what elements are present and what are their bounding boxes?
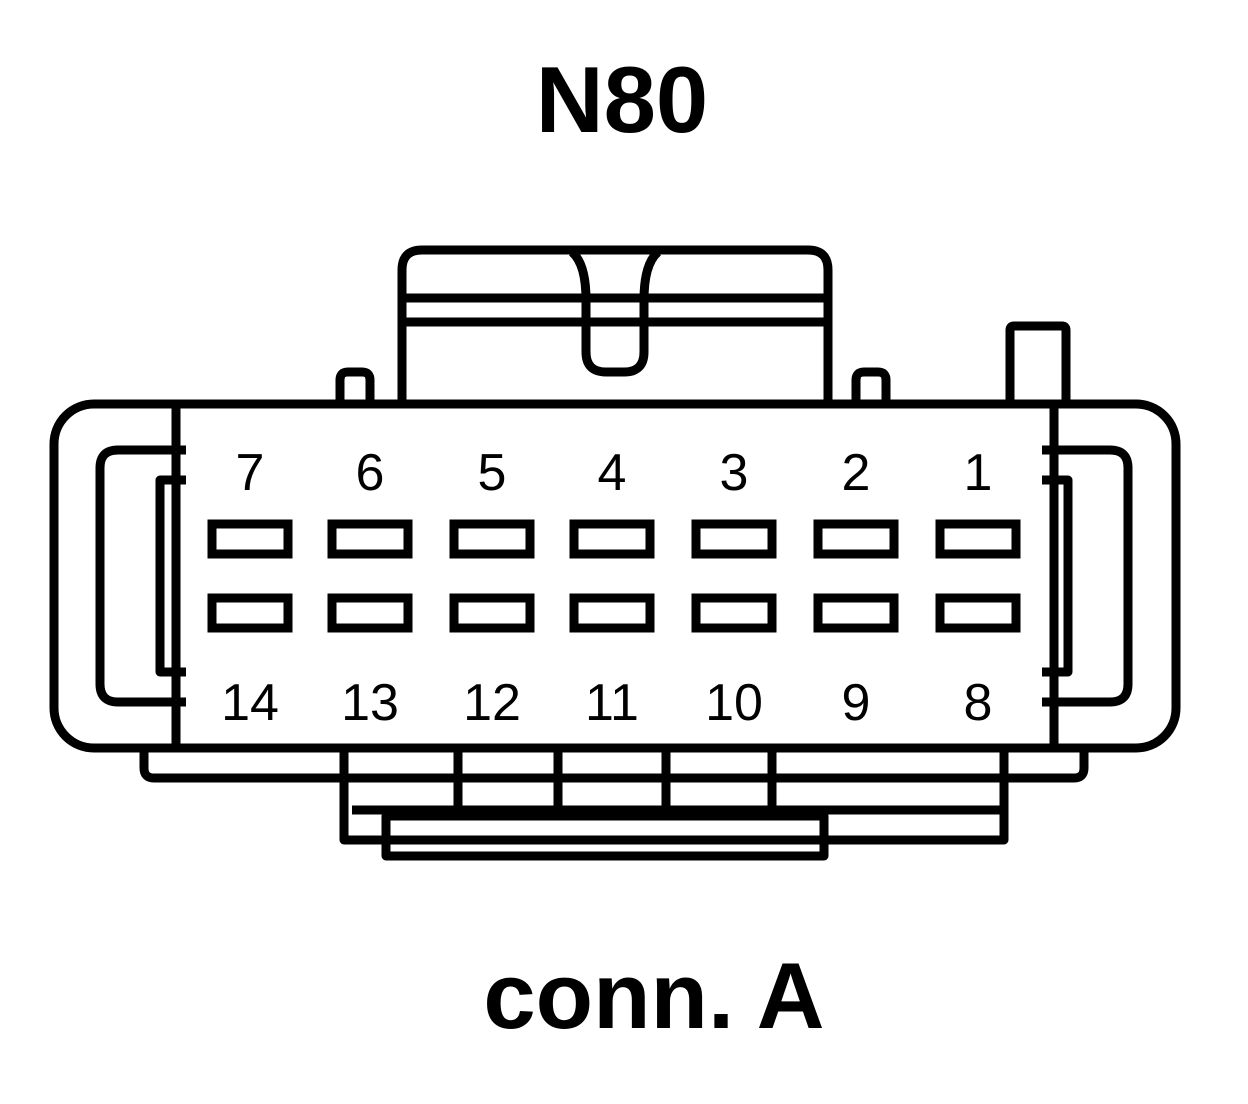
pin-cavity-10 (691, 593, 777, 633)
side-lock-left (95, 445, 186, 707)
pin-label-1: 1 (964, 444, 993, 502)
pin-cavity-1 (935, 519, 1021, 559)
pin-cavity-11 (569, 593, 655, 633)
pin-cavity-8 (935, 593, 1021, 633)
small-tab-right (851, 367, 891, 402)
pin-label-5: 5 (478, 444, 507, 502)
pin-label-13: 13 (341, 674, 399, 732)
connector-caption: conn. A (483, 943, 824, 1048)
pin-cavity-12 (449, 593, 535, 633)
pin-cavity-3 (691, 519, 777, 559)
pin-cavities (207, 519, 1021, 633)
side-lock-right-inner (1042, 475, 1073, 677)
bottom-block (339, 750, 1009, 845)
small-tab-left (335, 367, 375, 402)
pin-label-4: 4 (598, 444, 627, 502)
right-post (1005, 321, 1071, 402)
bottom-skirt (139, 748, 1089, 783)
pin-cavity-4 (569, 519, 655, 559)
side-lock-right (1042, 445, 1133, 707)
main-housing (49, 399, 1181, 753)
pin-label-8: 8 (964, 674, 993, 732)
top-latch (397, 245, 833, 402)
pin-labels: 7 6 5 4 3 2 1 14 13 12 11 10 9 8 (221, 444, 992, 732)
connector-title: N80 (536, 47, 708, 152)
pin-cavity-7 (207, 519, 293, 559)
pin-cavity-9 (813, 593, 899, 633)
pin-cavity-2 (813, 519, 899, 559)
pin-cavity-13 (327, 593, 413, 633)
connector-body (49, 245, 1181, 861)
pin-label-9: 9 (842, 674, 871, 732)
pin-cavity-14 (207, 593, 293, 633)
pin-cavity-5 (449, 519, 535, 559)
pin-cavity-6 (327, 519, 413, 559)
bottom-plate (381, 811, 829, 861)
latch-tab (568, 248, 662, 377)
pin-label-11: 11 (585, 674, 639, 732)
pin-label-12: 12 (463, 674, 521, 732)
pin-label-10: 10 (705, 674, 763, 732)
side-lock-left-inner (155, 475, 186, 677)
pin-label-14: 14 (221, 674, 279, 732)
pin-label-7: 7 (236, 444, 265, 502)
pin-label-6: 6 (356, 444, 385, 502)
pin-label-3: 3 (720, 444, 749, 502)
pin-label-2: 2 (842, 444, 871, 502)
